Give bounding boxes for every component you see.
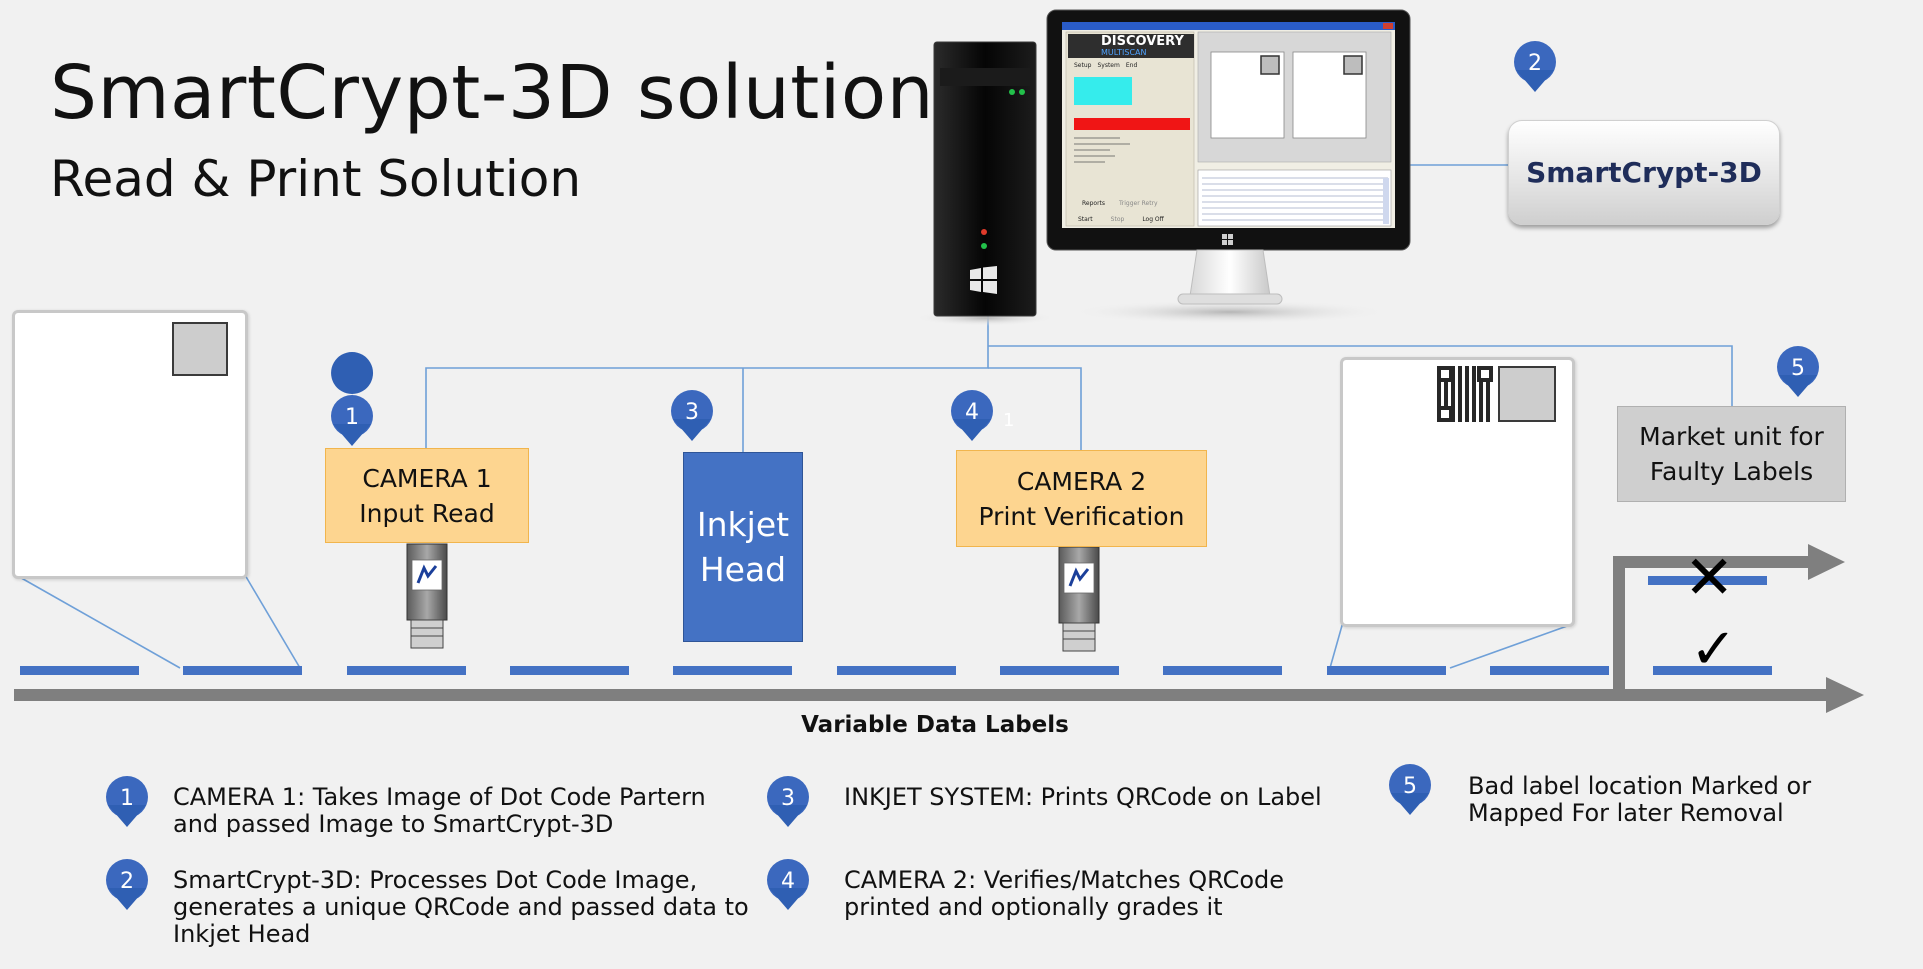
page-subtitle: Read & Print Solution — [50, 150, 582, 208]
monitor-system-button[interactable]: System — [1097, 62, 1120, 69]
monitor-end-button[interactable]: End — [1125, 62, 1138, 69]
dot-code-image — [172, 322, 228, 376]
inkjet-head-box: Inkjet Head — [683, 452, 803, 642]
monitor-trigger-retry-button[interactable]: Trigger Retry — [1119, 200, 1158, 207]
legend-item-2-line2: generates a unique QRCode and passed dat… — [173, 893, 749, 921]
monitor-reports-button[interactable]: Reports — [1082, 200, 1106, 207]
camera-2-subtitle: Print Verification — [978, 501, 1185, 531]
monitor-toolbar: Setup System End — [1074, 62, 1137, 69]
smartcrypt-box: SmartCrypt-3D — [1508, 120, 1780, 225]
conveyor — [14, 544, 1864, 713]
monitor-brand-line2: MULTISCAN — [1101, 48, 1147, 57]
legend-item-5: Bad label location Marked or Mapped For … — [1468, 773, 1811, 827]
legend-item-1-line1: CAMERA 1: Takes Image of Dot Code Parter… — [173, 783, 706, 811]
page-title: SmartCrypt-3D solution — [50, 50, 935, 136]
legend-item-4: CAMERA 2: Verifies/Matches QRCode printe… — [844, 867, 1284, 921]
legend-item-3-line1: INKJET SYSTEM: Prints QRCode on Label — [844, 783, 1322, 811]
camera-2-box: CAMERA 2 Print Verification — [956, 450, 1207, 547]
label-strips — [20, 576, 1772, 675]
legend-item-4-line2: printed and optionally grades it — [844, 893, 1223, 921]
monitor-stop-button[interactable]: Stop — [1110, 216, 1125, 223]
camera-2-body — [1058, 546, 1100, 652]
legend-item-2: SmartCrypt-3D: Processes Dot Code Image,… — [173, 867, 749, 948]
market-unit-box: Market unit for Faulty Labels — [1617, 406, 1846, 502]
stray-number-label: 1 — [1003, 410, 1015, 431]
legend-item-1-line2: and passed Image to SmartCrypt-3D — [173, 810, 614, 838]
camera-2-title: CAMERA 2 — [1016, 466, 1147, 496]
legend-item-2-line3: Inkjet Head — [173, 920, 311, 948]
legend-item-2-line1: SmartCrypt-3D: Processes Dot Code Image, — [173, 866, 698, 894]
conveyor-label: Variable Data Labels — [801, 712, 1069, 738]
camera-1-subtitle: Input Read — [359, 498, 495, 528]
legend-item-5-line2: Mapped For later Removal — [1468, 799, 1784, 827]
monitor-brand: DISCOVERY MULTISCAN — [1101, 35, 1193, 57]
smartcrypt-box-label: SmartCrypt-3D — [1526, 156, 1762, 189]
monitor-logoff-button[interactable]: Log Off — [1142, 216, 1164, 223]
monitor-start-button[interactable]: Start — [1078, 216, 1093, 223]
qr-code-image — [1437, 366, 1493, 422]
camera-1-box: CAMERA 1 Input Read — [325, 448, 529, 543]
market-unit-line1: Market unit for — [1639, 422, 1824, 451]
connector-lines — [15, 164, 1733, 669]
monitor — [1046, 9, 1411, 324]
monitor-action-buttons: Start Stop Log Off — [1078, 216, 1164, 223]
accept-mark: ✓ — [1690, 617, 1737, 682]
legend-item-4-line1: CAMERA 2: Verifies/Matches QRCode — [844, 866, 1285, 894]
pc-tower — [915, 41, 1055, 326]
inkjet-head-line1: Inkjet — [696, 505, 790, 544]
dot-code-image-2 — [1498, 366, 1556, 422]
monitor-bottom-buttons: Reports Trigger Retry — [1082, 200, 1158, 207]
legend-item-1: CAMERA 1: Takes Image of Dot Code Parter… — [173, 784, 706, 838]
market-unit-line2: Faulty Labels — [1649, 457, 1814, 486]
legend-item-3: INKJET SYSTEM: Prints QRCode on Label — [844, 784, 1322, 811]
camera-1-title: CAMERA 1 — [362, 463, 492, 493]
monitor-setup-button[interactable]: Setup — [1074, 62, 1092, 69]
camera-1-body — [406, 543, 448, 649]
inkjet-head-line2: Head — [699, 550, 787, 589]
reject-mark: ✕ — [1684, 543, 1735, 613]
legend-item-5-line1: Bad label location Marked or — [1468, 772, 1812, 800]
monitor-brand-line1: DISCOVERY — [1101, 34, 1184, 49]
